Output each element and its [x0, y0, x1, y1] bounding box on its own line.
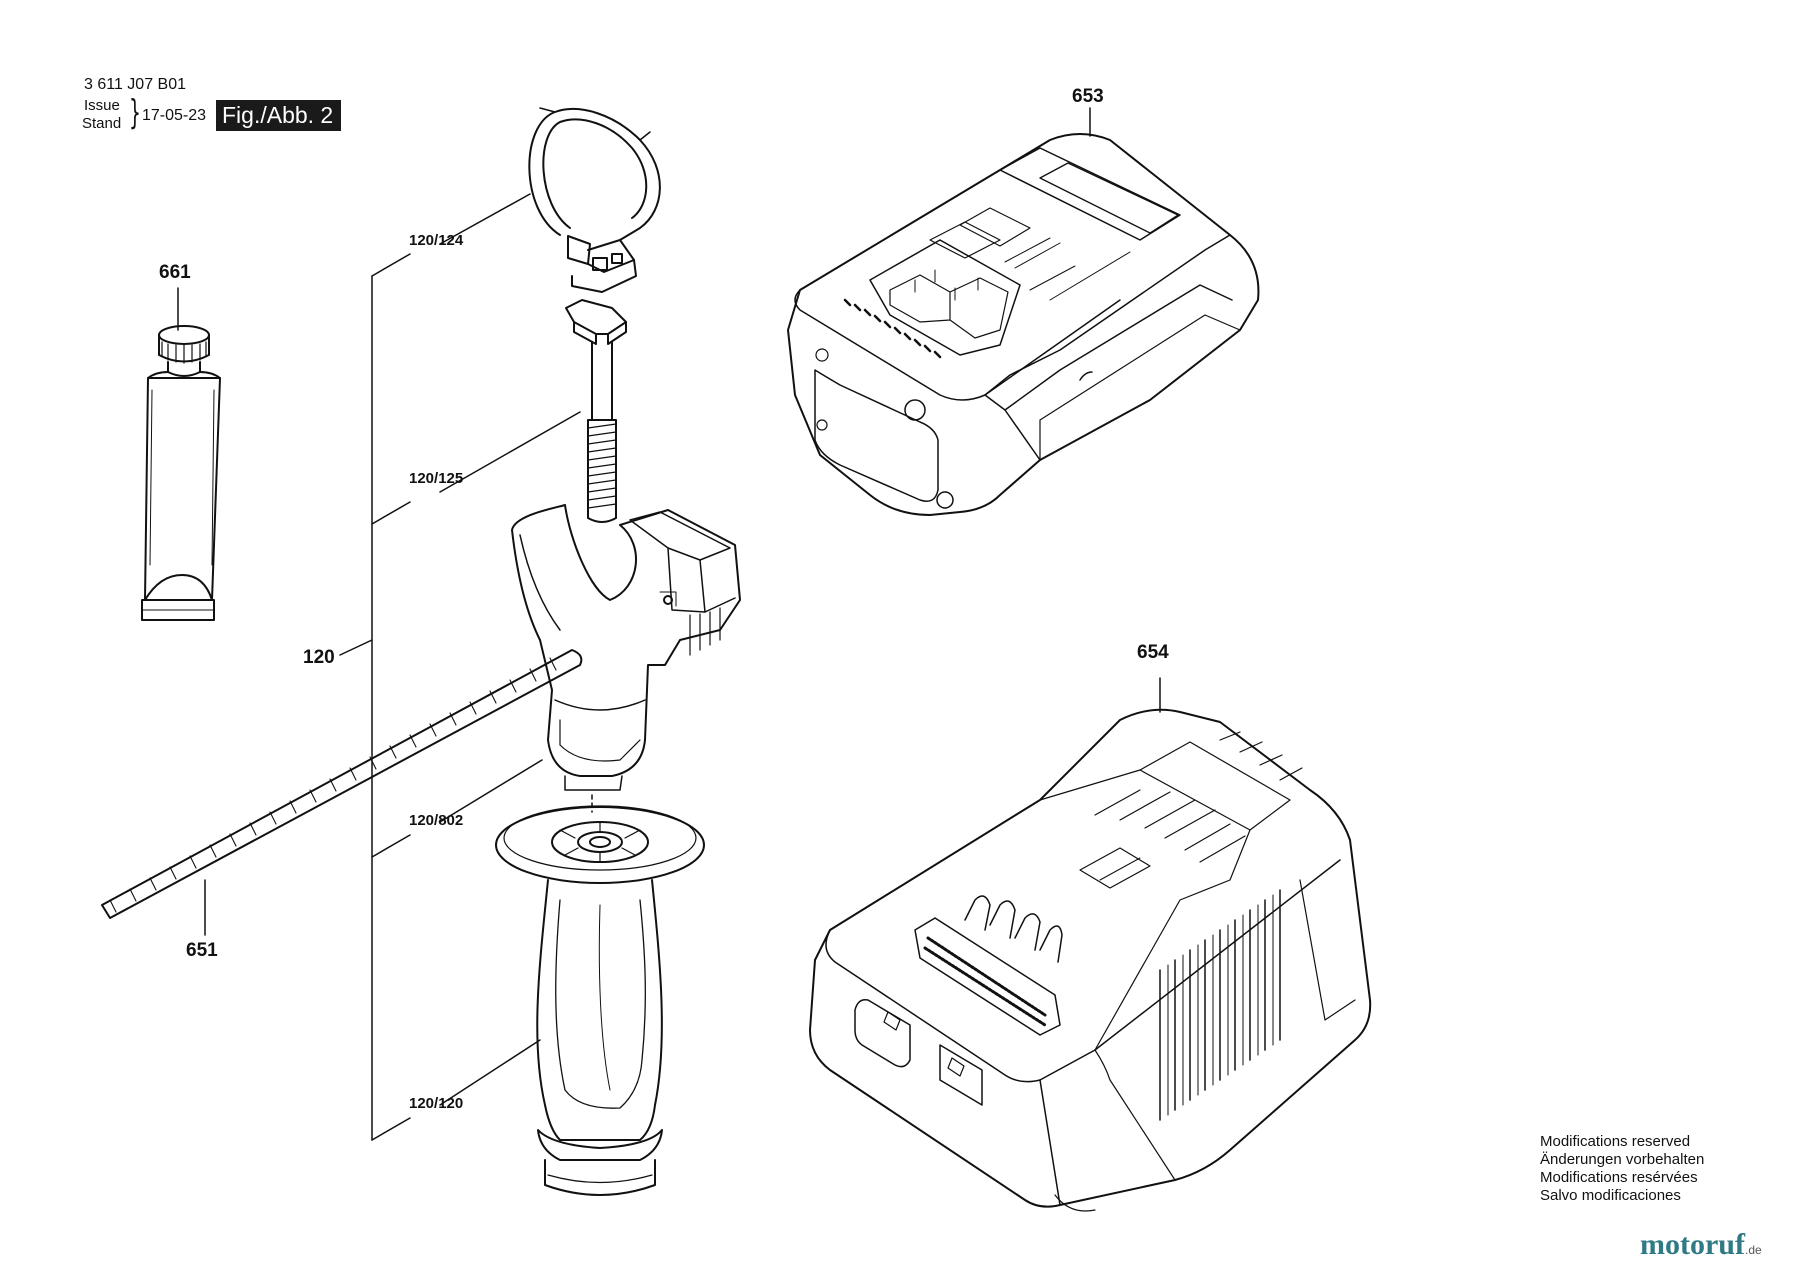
assembly-bracket-120 — [339, 193, 581, 1141]
depth-stop-rod-651 — [101, 649, 583, 936]
callout-120: 120 — [303, 647, 335, 668]
callout-120-125: 120/125 — [409, 470, 464, 487]
callout-120-120: 120/120 — [409, 1095, 464, 1112]
watermark-tld: .de — [1744, 1243, 1762, 1257]
battery-pack-653 — [787, 107, 1260, 516]
callout-661: 661 — [159, 262, 191, 283]
issue-label: Issue — [84, 97, 120, 114]
charger-654 — [809, 677, 1372, 1212]
callout-653: 653 — [1072, 86, 1104, 107]
callout-120-124: 120/124 — [409, 232, 464, 249]
grease-tube-661 — [141, 287, 221, 621]
threaded-bolt-120-125 — [565, 299, 627, 523]
side-handle-120-802 — [495, 794, 705, 884]
callout-120-802: 120/802 — [409, 812, 464, 829]
handle-grip-120-120 — [536, 879, 663, 1196]
figure-badge: Fig./Abb. 2 — [216, 100, 342, 131]
watermark-brand: motoruf — [1640, 1228, 1745, 1261]
modifications-line-es: Salvo modificaciones — [1540, 1187, 1681, 1204]
watermark-logo: motoruf.de — [1640, 1228, 1762, 1262]
brace-glyph: } — [129, 93, 141, 133]
callout-654: 654 — [1137, 642, 1169, 663]
modifications-line-fr: Modifications resérvées — [1540, 1169, 1698, 1186]
modifications-notice: Modifications reserved Änderungen vorbeh… — [1540, 1133, 1704, 1205]
handle-holder-120 — [511, 504, 741, 791]
callout-651: 651 — [186, 940, 218, 961]
modifications-line-de: Änderungen vorbehalten — [1540, 1151, 1705, 1168]
issue-date: 17-05-23 — [142, 107, 207, 124]
document-number: 3 611 J07 B01 — [84, 76, 187, 93]
band-clamp-120-124 — [528, 107, 661, 293]
modifications-line-en: Modifications reserved — [1540, 1133, 1691, 1150]
stand-label: Stand — [82, 115, 122, 132]
